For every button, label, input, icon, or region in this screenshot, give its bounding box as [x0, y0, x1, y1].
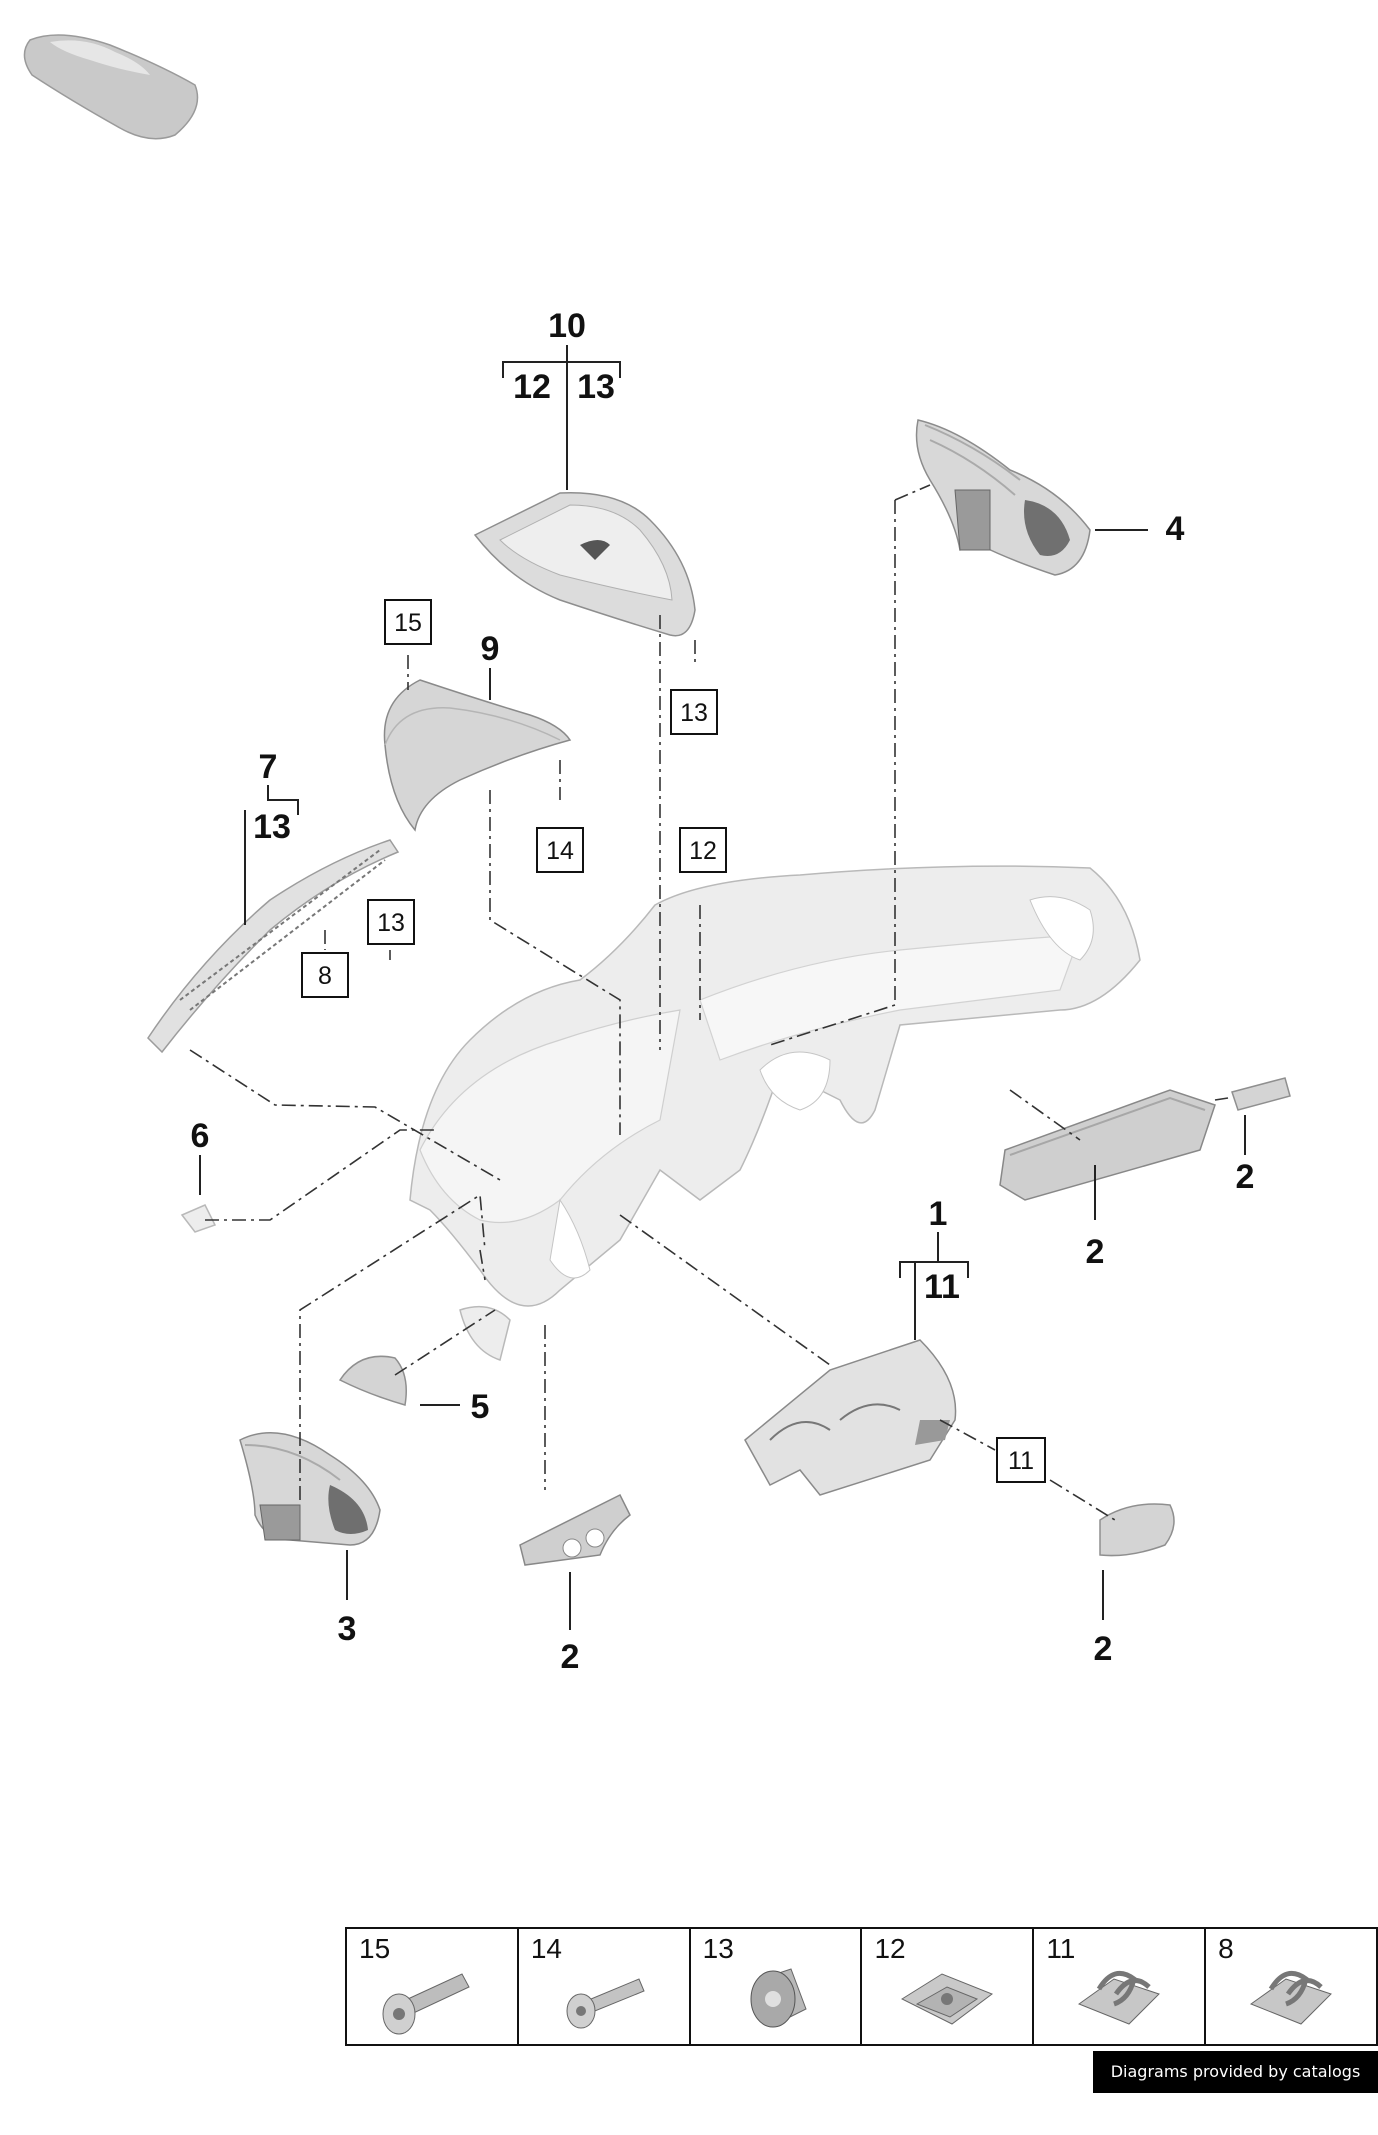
callout-1-sub-11: 11 — [924, 1268, 960, 1306]
leader-lines — [199, 345, 1246, 1630]
assembly-lines — [189, 484, 1229, 1521]
boxed-ref-15: 15 — [384, 599, 432, 645]
legend-number: 11 — [1046, 1933, 1076, 1964]
boxed-ref-13-left: 13 — [367, 899, 415, 945]
legend-number: 15 — [359, 1933, 391, 1964]
callout-9: 9 — [481, 630, 500, 668]
part-5-cover — [338, 1355, 407, 1406]
retaining-clip-icon — [1078, 1970, 1161, 2025]
legend-number: 14 — [530, 1933, 562, 1964]
callout-2-right-panel: 2 — [1086, 1233, 1105, 1271]
callout-10: 10 — [548, 307, 586, 345]
legend-number: 8 — [1218, 1933, 1234, 1964]
torx-bolt-icon — [382, 1973, 470, 2035]
part-2-switch-bracket — [519, 1493, 631, 1566]
part-2-trim-right-top — [1231, 1077, 1291, 1111]
part-7-grille — [147, 839, 400, 1054]
svg-text:12: 12 — [689, 837, 717, 865]
callout-7-sub-13: 13 — [253, 808, 291, 846]
boxed-ref-13-top: 13 — [670, 689, 718, 735]
callout-2-right-trim: 2 — [1236, 1158, 1255, 1196]
svg-text:8: 8 — [318, 962, 332, 990]
spring-nut-icon — [901, 1973, 994, 2025]
callout-3: 3 — [338, 1610, 357, 1648]
part-2-trim-right-bottom — [1099, 1503, 1175, 1557]
fastener-legend: 15 14 13 12 11 — [345, 1927, 1378, 2046]
part-6-sensor — [180, 1204, 217, 1233]
callout-2-bracket: 2 — [561, 1638, 580, 1676]
torx-screw-icon — [566, 1978, 645, 2029]
credit-banner: Diagrams provided by catalogs parts — [1093, 2051, 1378, 2123]
legend-cell-15: 15 — [347, 1929, 519, 2044]
part-9-cover — [383, 679, 572, 832]
boxed-ref-8: 8 — [301, 952, 349, 998]
svg-text:14: 14 — [546, 837, 574, 865]
vehicle-thumbnail — [23, 34, 199, 140]
callout-1: 1 — [929, 1195, 948, 1233]
svg-text:13: 13 — [377, 909, 405, 937]
legend-number: 13 — [702, 1933, 734, 1964]
callout-10-sub-13: 13 — [577, 368, 615, 406]
legend-cell-11: 11 — [1034, 1929, 1207, 2044]
svg-text:11: 11 — [1008, 1447, 1034, 1475]
clip-nut-icon — [750, 1968, 807, 2028]
svg-text:15: 15 — [394, 609, 422, 637]
legend-cell-8: 8 — [1206, 1929, 1376, 2044]
callout-4: 4 — [1166, 510, 1185, 548]
boxed-ref-11: 11 — [996, 1437, 1046, 1483]
boxed-ref-14: 14 — [536, 827, 584, 873]
legend-cell-12: 12 — [862, 1929, 1035, 2044]
callout-5: 5 — [471, 1388, 490, 1426]
callout-7: 7 — [259, 748, 278, 786]
part-10-cover — [473, 491, 696, 637]
legend-cell-14: 14 — [519, 1929, 691, 2044]
boxed-ref-12: 12 — [679, 827, 727, 873]
callout-10-sub-12: 12 — [513, 368, 551, 406]
callout-6: 6 — [191, 1117, 210, 1155]
part-2-panel-right — [999, 1089, 1216, 1201]
dashboard-panel — [409, 865, 1141, 1361]
part-1-cluster-frame — [744, 1339, 957, 1496]
legend-number: 12 — [874, 1933, 906, 1964]
legend-cell-13: 13 — [691, 1929, 863, 2044]
retaining-clip-icon — [1250, 1970, 1333, 2025]
callout-2-right-bottom: 2 — [1094, 1630, 1113, 1668]
part-3-air-vent — [239, 1431, 381, 1546]
part-4-air-vent — [915, 419, 1091, 576]
svg-text:13: 13 — [680, 699, 708, 727]
